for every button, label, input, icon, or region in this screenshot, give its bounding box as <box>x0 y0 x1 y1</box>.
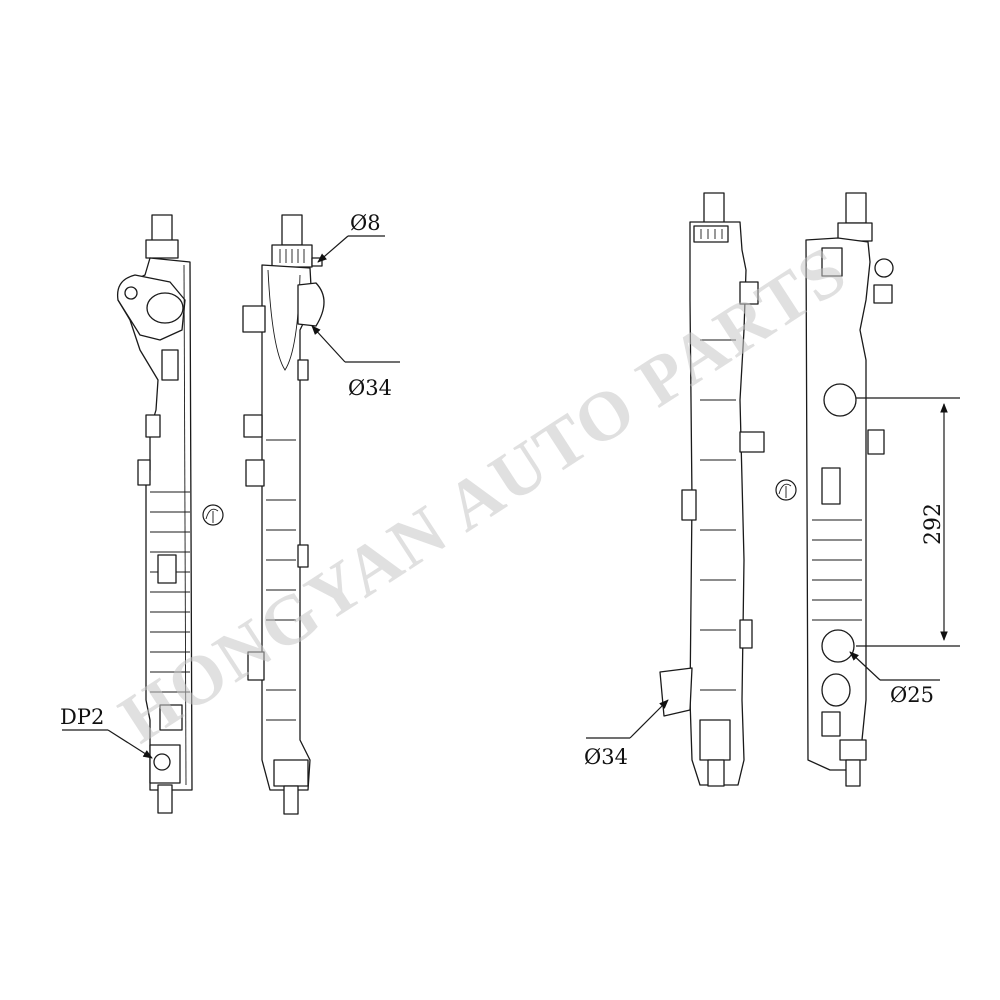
left-annotations: Ø8 Ø34 DP2 <box>60 211 400 759</box>
lower-clip <box>821 711 841 737</box>
tank-body <box>689 221 747 786</box>
lower-port <box>821 629 855 663</box>
level-window <box>821 467 841 505</box>
side-clip-2 <box>243 414 263 438</box>
right-clip-2 <box>297 544 309 568</box>
side-clip-1 <box>873 284 893 304</box>
mount-hole <box>124 286 138 300</box>
ribs <box>266 439 296 721</box>
left-tank-front-view <box>242 214 325 815</box>
bottom-nipple <box>157 784 173 814</box>
rotate-symbol <box>202 504 224 526</box>
bottom-nipple <box>283 785 299 815</box>
top-clip <box>145 239 179 259</box>
label-phi34-left: Ø34 <box>348 376 392 400</box>
bottom-header <box>273 759 309 787</box>
right-tank-front-view <box>659 192 765 787</box>
top-nipple <box>281 214 303 246</box>
outlet-pipe <box>659 667 693 717</box>
bottom-header <box>699 719 731 761</box>
bottom-nipple <box>707 759 725 787</box>
right-annotations: 292 Ø25 Ø34 <box>584 397 960 769</box>
bottom-nipple <box>845 759 861 787</box>
label-phi25: Ø25 <box>890 683 934 707</box>
mid-clip <box>157 554 177 584</box>
right-clip-2 <box>739 431 765 453</box>
top-header <box>693 225 729 243</box>
watermark: HONGYAN AUTO PARTS <box>107 231 861 758</box>
right-tank-side-view <box>805 192 894 787</box>
rotate-symbol <box>775 479 797 501</box>
drain-plug <box>153 753 171 771</box>
dim-292: 292 <box>921 503 946 545</box>
side-clip-2 <box>867 429 885 455</box>
lower-clip <box>159 704 183 731</box>
ribs <box>700 339 736 691</box>
left-tank-side-view <box>116 214 193 814</box>
label-phi34-right: Ø34 <box>584 745 628 769</box>
side-clip-4 <box>247 651 265 681</box>
inlet-pipe <box>297 282 325 327</box>
port-round <box>146 292 184 324</box>
top-nipple <box>845 192 867 224</box>
secondary-port <box>821 673 851 707</box>
top-nipple <box>703 192 725 224</box>
label-dp2: DP2 <box>60 705 104 729</box>
ribs <box>812 519 862 621</box>
top-bracket <box>821 247 843 277</box>
upper-port <box>823 383 857 417</box>
bottom-header <box>839 739 867 761</box>
left-clip-1 <box>681 489 697 521</box>
side-lug-1 <box>145 414 161 438</box>
side-clip-1 <box>242 305 266 333</box>
tank-body <box>261 264 313 791</box>
right-clip-1 <box>739 281 759 305</box>
side-clip <box>161 349 179 381</box>
right-clip-1 <box>297 359 309 381</box>
right-clip-3 <box>739 619 753 649</box>
label-phi8: Ø8 <box>350 211 381 235</box>
side-clip-3 <box>245 459 265 487</box>
mount-hole <box>874 258 894 278</box>
side-lug-2 <box>137 459 151 486</box>
